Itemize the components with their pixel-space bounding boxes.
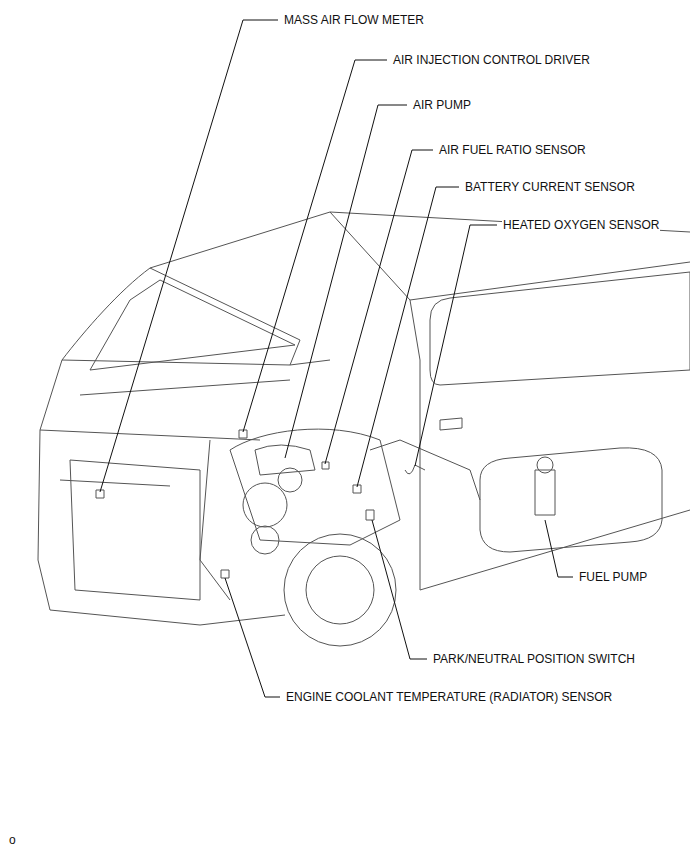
exhaust-pipe [370,440,480,500]
part-label: PARK/NEUTRAL POSITION SWITCH [432,652,636,666]
leader-line [285,105,407,458]
leader-line [415,225,497,466]
part-label: AIR FUEL RATIO SENSOR [438,143,587,157]
wheel-rim [306,556,374,624]
front-frame [40,430,260,440]
windshield [90,280,295,370]
side-window [430,272,690,385]
part-label: FUEL PUMP [578,570,648,584]
part-label: BATTERY CURRENT SENSOR [464,180,636,194]
part-marker [221,570,229,578]
part-label: MASS AIR FLOW METER [283,13,425,27]
fuel-pump-module [535,470,555,515]
pulley [251,526,279,554]
front-outline [38,268,285,625]
roof-line [150,212,690,268]
part-marker [366,510,374,520]
oxygen-sensor-wire [405,465,425,474]
leader-line [545,520,573,577]
door-handle [440,418,462,430]
leader-line [372,520,427,659]
leader-line [357,187,459,487]
fuel-tank [480,448,662,552]
leader-line [325,150,433,464]
front-wheel [284,534,396,646]
radiator-hose [200,440,230,600]
air-pump-body [255,445,315,475]
leader-line [225,578,280,697]
page-code: o [8,833,17,847]
part-label: AIR INJECTION CONTROL DRIVER [392,53,591,67]
leader-line [100,20,278,492]
part-label: ENGINE COOLANT TEMPERATURE (RADIATOR) SE… [285,690,613,704]
radiator [70,460,200,600]
part-label: HEATED OXYGEN SENSOR [502,218,660,232]
fuel-pump-flange [537,457,553,473]
part-label: AIR PUMP [412,98,472,112]
radiator-support [60,480,170,486]
leader-line [243,60,387,432]
belt-line [410,262,690,300]
side-lower [420,360,690,590]
pulley [243,483,287,527]
